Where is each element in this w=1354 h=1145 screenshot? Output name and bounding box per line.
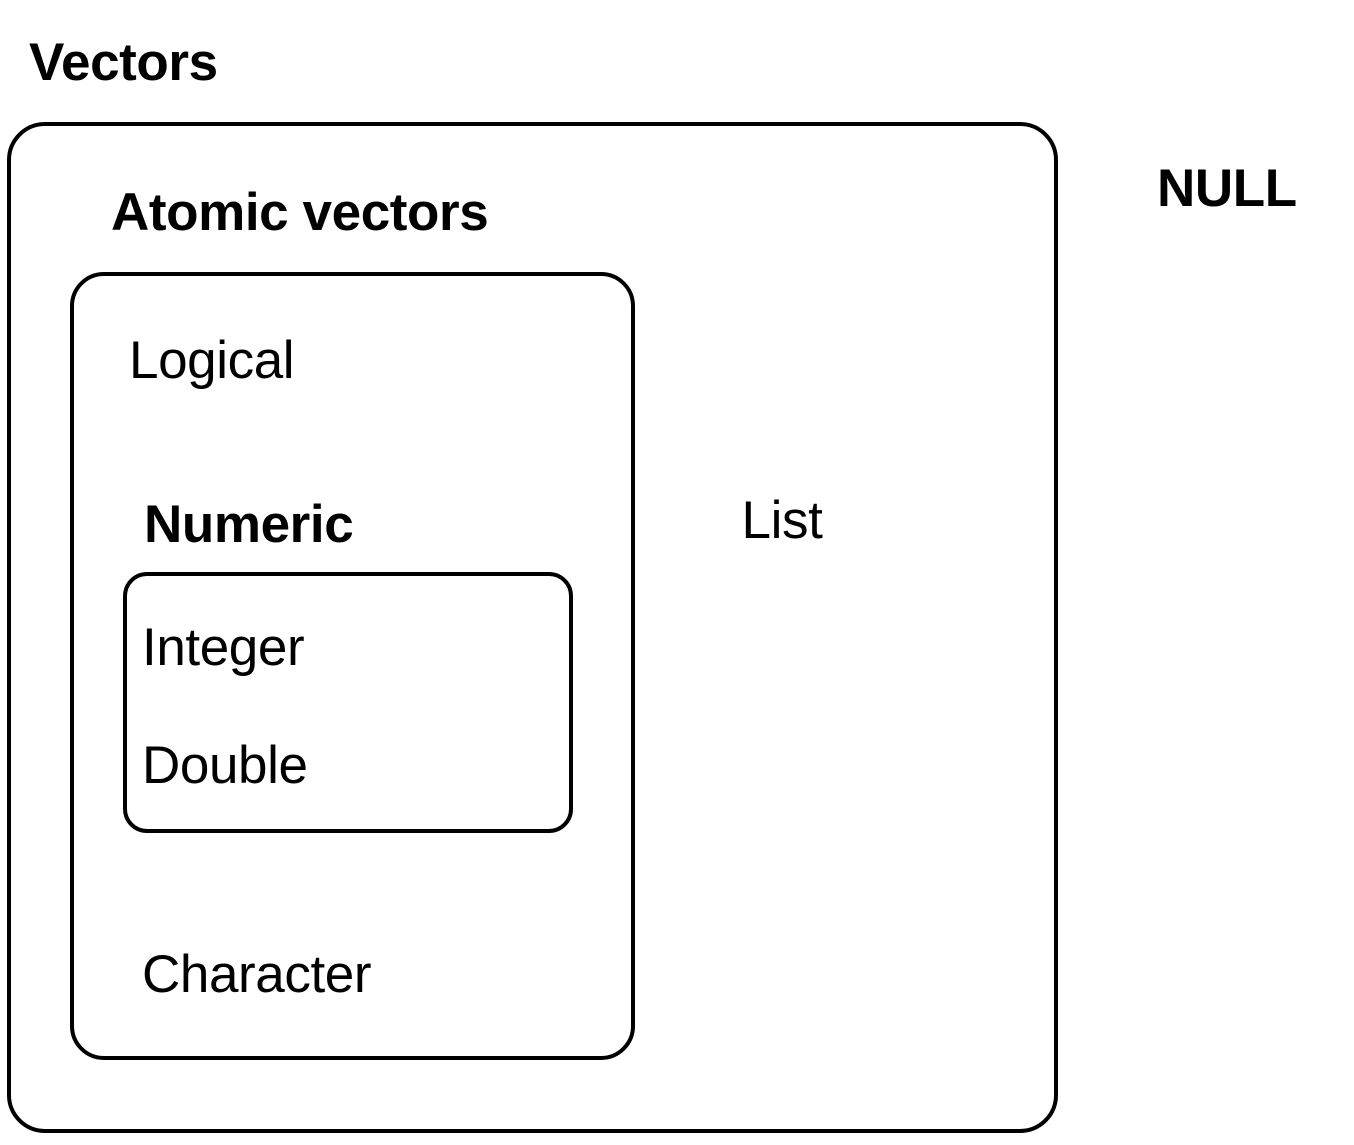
numeric-box xyxy=(123,572,573,833)
atomic-vectors-box xyxy=(70,272,635,1060)
atomic-vectors-title-label: Atomic vectors xyxy=(111,183,489,242)
vectors-title-label: Vectors xyxy=(29,33,218,92)
null-label: NULL xyxy=(1157,159,1297,218)
character-label: Character xyxy=(142,945,372,1004)
integer-label: Integer xyxy=(142,618,305,677)
double-label: Double xyxy=(142,736,308,795)
numeric-title-label: Numeric xyxy=(144,495,354,554)
logical-label: Logical xyxy=(129,331,295,390)
list-label: List xyxy=(741,491,823,550)
vectors-box xyxy=(7,122,1058,1133)
